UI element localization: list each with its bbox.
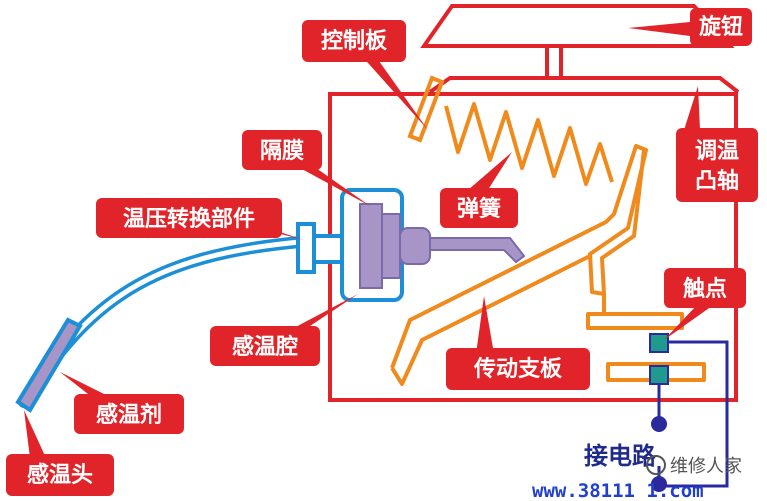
svg-text:感温腔: 感温腔 — [232, 334, 298, 360]
circuit-terminal-2 — [651, 476, 667, 492]
label-sensing-chamber: 感温腔 — [210, 294, 358, 366]
svg-text:弹簧: 弹簧 — [457, 196, 501, 222]
watermark-url: www.38111 1.com — [532, 480, 704, 501]
label-spring: 弹簧 — [440, 152, 518, 228]
spring-shape — [444, 102, 614, 186]
label-sensing-agent: 感温剂 — [60, 372, 184, 434]
contact-upper — [649, 333, 669, 353]
svg-text:温压转换部件: 温压转换部件 — [123, 206, 255, 232]
label-diaphragm: 隔膜 — [242, 130, 370, 206]
label-sensing-head: 感温头 — [6, 410, 114, 496]
label-knob: 旋钮 — [628, 8, 752, 46]
circuit-label: 接电路 — [584, 442, 657, 470]
diaphragm-shape — [359, 203, 526, 289]
svg-text:传动支板: 传动支板 — [473, 357, 563, 382]
svg-text:凸轴: 凸轴 — [695, 168, 739, 194]
label-drive-plate: 传动支板 — [446, 296, 590, 390]
label-converter: 温压转换部件 — [96, 198, 304, 240]
label-control-plate: 控制板 — [302, 20, 428, 130]
control-plate-shape — [407, 75, 445, 143]
svg-text:控制板: 控制板 — [321, 28, 388, 54]
wechat-icon — [646, 455, 666, 475]
svg-text:隔膜: 隔膜 — [260, 139, 304, 164]
contact-lower — [649, 365, 669, 385]
label-contacts: 触点 — [664, 268, 746, 340]
watermark: 维修人家 www.38111 1.com — [532, 455, 742, 501]
svg-text:调温: 调温 — [695, 139, 739, 164]
label-temp-cam-shaft: 调温 凸轴 — [676, 86, 758, 202]
watermark-brand: 维修人家 — [670, 456, 742, 477]
svg-text:感温剂: 感温剂 — [96, 402, 162, 428]
circuit-terminal-1 — [651, 416, 667, 432]
svg-text:感温头: 感温头 — [27, 462, 93, 488]
sensing-head-shape — [15, 317, 83, 413]
converter-connector — [296, 222, 346, 274]
svg-text:旋钮: 旋钮 — [699, 14, 743, 40]
svg-text:触点: 触点 — [683, 276, 727, 302]
